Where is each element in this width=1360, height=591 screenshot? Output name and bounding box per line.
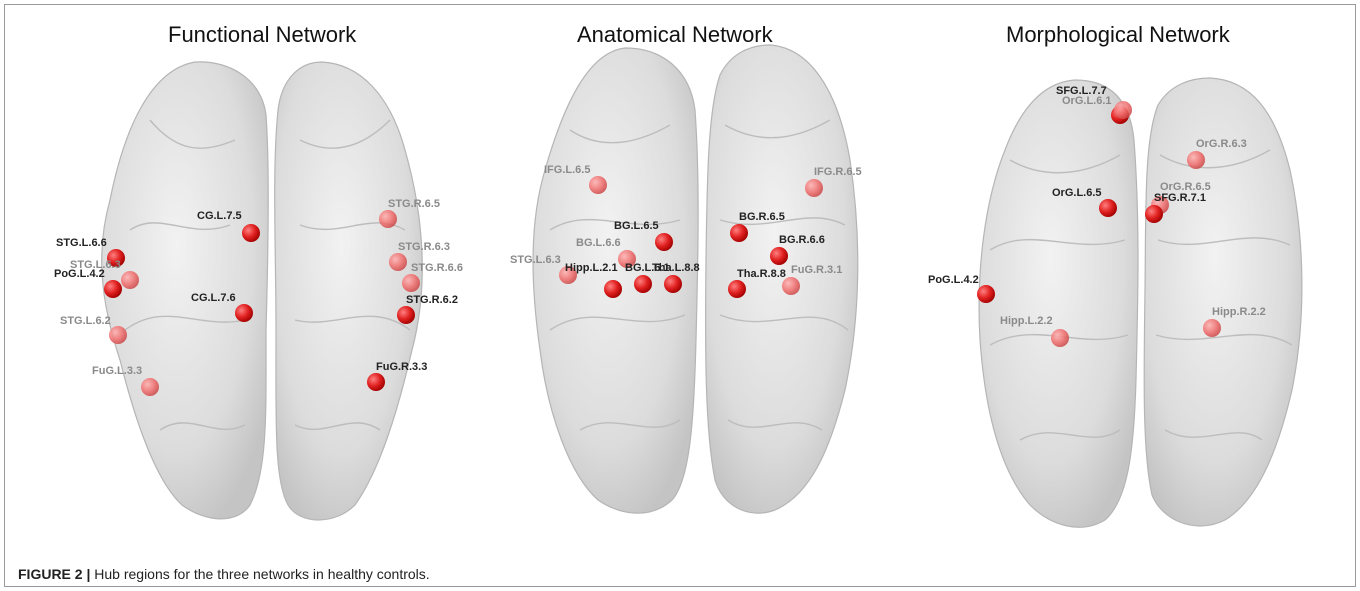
hub-label: Hipp.R.2.2	[1212, 306, 1266, 318]
hub-label: STG.R.6.2	[406, 294, 458, 306]
hub-node	[634, 275, 652, 293]
hub-node	[367, 373, 385, 391]
hub-label: Tha.R.8.8	[737, 268, 786, 280]
hub-node	[728, 280, 746, 298]
hub-label: IFG.L.6.5	[544, 164, 590, 176]
hub-label: OrG.L.6.1	[1062, 95, 1112, 107]
hub-label: SFG.R.7.1	[1154, 192, 1206, 204]
left-hemisphere	[102, 62, 269, 519]
hub-node	[121, 271, 139, 289]
hub-node	[664, 275, 682, 293]
hub-label: STG.R.6.5	[388, 198, 440, 210]
anatomical-brain	[533, 45, 858, 513]
hub-node	[235, 304, 253, 322]
hub-node	[397, 306, 415, 324]
hub-node	[977, 285, 995, 303]
hub-node	[242, 224, 260, 242]
hub-label: Tha.L.8.8	[652, 262, 700, 274]
hub-label: IFG.R.6.5	[814, 166, 862, 178]
hub-label: STG.L.6.2	[60, 315, 111, 327]
hub-label: OrG.R.6.3	[1196, 138, 1247, 150]
brain-panels: CG.L.7.5STG.L.6.6STG.L.6.3PoG.L.4.2CG.L.…	[0, 0, 1360, 560]
hub-label: STG.R.6.3	[398, 241, 450, 253]
hub-node	[1203, 319, 1221, 337]
hub-node	[770, 247, 788, 265]
hub-label: PoG.L.4.2	[928, 274, 979, 286]
hub-label: BG.L.6.6	[576, 237, 621, 249]
hub-node	[1145, 205, 1163, 223]
hub-node	[604, 280, 622, 298]
hub-label: STG.L.6.6	[56, 237, 107, 249]
hub-node	[730, 224, 748, 242]
hub-label: PoG.L.4.2	[54, 268, 105, 280]
hub-label: OrG.L.6.5	[1052, 187, 1102, 199]
hub-label: CG.L.7.6	[191, 292, 236, 304]
hub-node	[805, 179, 823, 197]
morphological-brain	[979, 78, 1302, 527]
hub-label: Hipp.L.2.1	[565, 262, 618, 274]
figure-number: FIGURE 2 |	[18, 566, 90, 582]
hub-label: FuG.R.3.3	[376, 361, 427, 373]
hub-node	[141, 378, 159, 396]
caption-text: Hub regions for the three networks in he…	[90, 566, 429, 582]
hub-node	[1187, 151, 1205, 169]
hub-label: BG.L.6.5	[614, 220, 659, 232]
hub-label: STG.L.6.3	[510, 254, 561, 266]
left-hemisphere	[979, 80, 1138, 527]
hub-node	[379, 210, 397, 228]
figure-caption: FIGURE 2 | Hub regions for the three net…	[18, 566, 430, 582]
hub-node	[1051, 329, 1069, 347]
functional-brain	[102, 62, 423, 520]
right-hemisphere	[275, 62, 423, 520]
hub-node	[1099, 199, 1117, 217]
hub-node	[104, 280, 122, 298]
hub-node	[389, 253, 407, 271]
hub-node	[782, 277, 800, 295]
hub-node	[1114, 101, 1132, 119]
hub-node	[402, 274, 420, 292]
hub-label: FuG.L.3.3	[92, 365, 142, 377]
hub-label: FuG.R.3.1	[791, 264, 842, 276]
hub-label: Hipp.L.2.2	[1000, 315, 1053, 327]
hub-label: CG.L.7.5	[197, 210, 242, 222]
hub-label: BG.R.6.5	[739, 211, 785, 223]
hub-node	[589, 176, 607, 194]
hub-node	[109, 326, 127, 344]
hub-node	[655, 233, 673, 251]
hub-label: BG.R.6.6	[779, 234, 825, 246]
hub-label: STG.R.6.6	[411, 262, 463, 274]
